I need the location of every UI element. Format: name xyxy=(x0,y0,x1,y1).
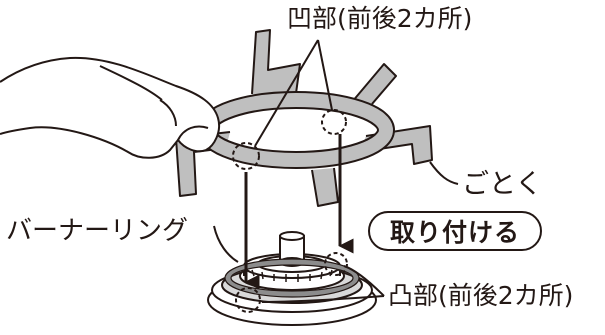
concave-back-marker xyxy=(321,109,347,135)
leader-lines xyxy=(213,39,459,303)
label-gotoku: ごとく xyxy=(462,169,543,200)
hand xyxy=(0,56,220,159)
label-burner-ring: バーナーリング xyxy=(6,216,189,246)
install-arrows xyxy=(244,134,354,290)
action-badge: 取り付ける xyxy=(368,211,542,251)
burner-ring xyxy=(224,258,360,298)
action-label: 取り付ける xyxy=(389,218,520,247)
label-convex-part: 凸部(前後2カ所) xyxy=(388,281,574,310)
concave-front-marker xyxy=(232,142,260,170)
label-concave-part: 凹部(前後2カ所) xyxy=(287,4,473,33)
convex-back-marker xyxy=(324,252,348,276)
burner-assembly xyxy=(207,231,377,326)
